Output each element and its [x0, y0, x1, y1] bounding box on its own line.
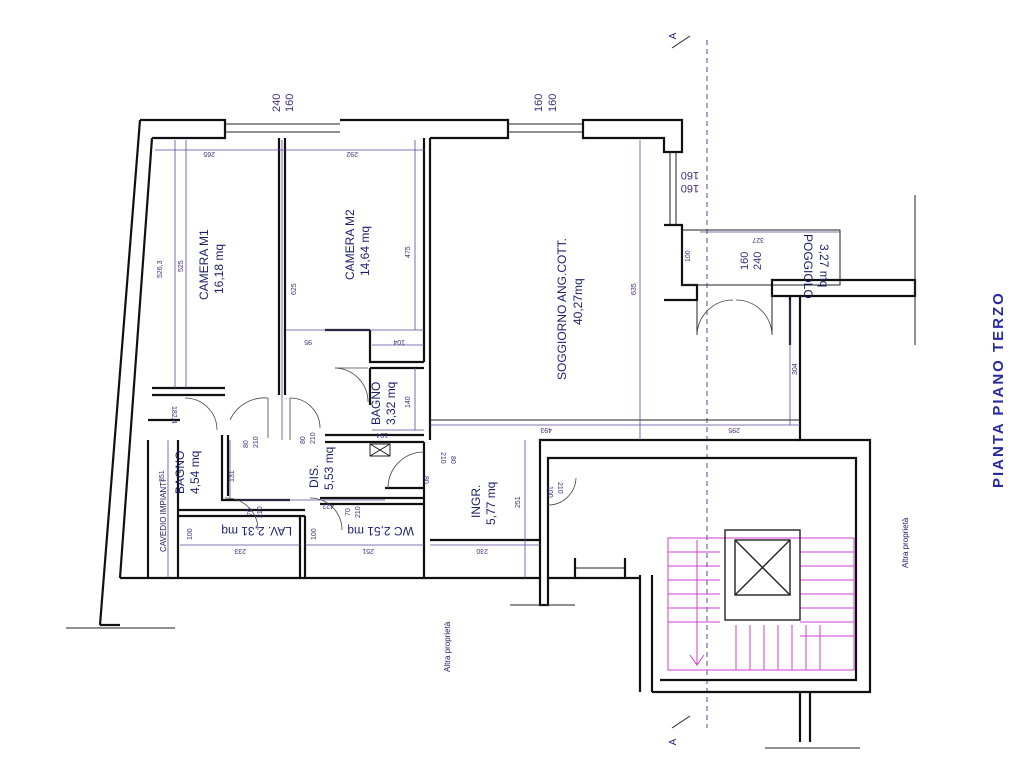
stair-outline: [667, 537, 855, 671]
dim-194: 194: [376, 431, 388, 438]
door-dim-80-ingr: 80: [422, 476, 429, 484]
room-ingr-area: 5,77 mq: [484, 482, 498, 525]
dim-233: 233: [234, 547, 246, 554]
door-dim-210-c: 210: [257, 506, 264, 518]
dim-100a: 100: [187, 528, 194, 540]
room-camera-m2-area: 14,64 mq: [358, 226, 372, 276]
balcony-door-dim-2: 240: [752, 252, 764, 270]
window-dim-tl-2: 160: [284, 94, 296, 112]
dim-95: 95: [304, 338, 312, 345]
room-lav: LAV. 2,31 mq: [221, 524, 292, 538]
door-dim-70-b: 70: [345, 508, 352, 516]
dim-m1-len-a: 526,3: [157, 260, 164, 278]
section-mark-top: A: [668, 32, 679, 39]
room-dis-name: DIS.: [307, 465, 321, 488]
room-camera-m1-name: CAMERA M1: [197, 229, 211, 300]
room-soggiorno-name: SOGGIORNO ANG.COTT.: [555, 238, 569, 380]
elevator: [724, 529, 801, 621]
dim-m1-width: 265: [203, 150, 215, 157]
room-bagno-left-name: BAGNO: [173, 451, 187, 494]
dim-182: 182,4: [170, 406, 177, 424]
dim-m1-len-b: 525: [178, 260, 185, 272]
interior-walls: [146, 138, 800, 578]
exterior-walls: [66, 118, 917, 749]
door-dim-210-d: 210: [355, 506, 362, 518]
dim-100b: 100: [311, 528, 318, 540]
dim-140: 140: [405, 396, 412, 408]
dim-351: 351: [159, 470, 166, 482]
stairwell: [667, 529, 855, 671]
window-dim-tr-1: 160: [533, 94, 545, 112]
dim-104: 104: [393, 338, 405, 345]
vent-box: [369, 443, 391, 457]
room-cavedio: CAVEDIO IMPIANTI: [159, 480, 168, 552]
window-dim-tr-2: 160: [547, 94, 559, 112]
section-line: A A: [668, 32, 708, 745]
doors: [184, 299, 773, 531]
door-dim-80-b: 80: [300, 436, 307, 444]
room-camera-m1-area: 16,18 mq: [212, 244, 226, 294]
dim-251b: 251: [515, 496, 522, 508]
room-poggiolo-area: 3,27 mq: [817, 244, 831, 287]
dim-304: 304: [792, 363, 799, 375]
dimension-lines: [155, 140, 840, 578]
window-dim-right-2: 160: [681, 182, 699, 194]
dim-131: 131: [229, 470, 236, 482]
window-dim-tl-1: 240: [271, 94, 283, 112]
dim-493: 493: [540, 426, 552, 433]
room-poggiolo-name: POGGIOLO: [801, 234, 815, 299]
other-property-right: Altra proprietà: [901, 517, 910, 568]
dim-100c: 100: [685, 250, 692, 262]
door-dim-ingr-80: 80: [449, 456, 456, 464]
door-dim-210-b: 210: [310, 432, 317, 444]
page-title: PIANTA PIANO TERZO: [990, 291, 1007, 488]
room-dis-area: 5,53 mq: [322, 447, 336, 490]
dim-m2-len: 625: [291, 283, 298, 295]
room-soggiorno-area: 40,27mq: [571, 278, 585, 325]
dim-251a: 251: [362, 547, 374, 554]
room-bagno-small-area: 3,32 mq: [384, 382, 398, 425]
dim-m2-width: 292: [346, 150, 358, 157]
dim-m2-depth: 475: [405, 246, 412, 258]
room-ingr-name: INGR.: [469, 485, 483, 518]
section-mark-bottom: A: [668, 738, 679, 745]
other-property-bottom: Altra proprietà: [443, 621, 452, 672]
door-dim-70: 70: [247, 508, 254, 516]
room-wc: WC 2,51 mq: [347, 524, 414, 538]
dim-635: 635: [631, 283, 638, 295]
door-dim-210: 210: [253, 436, 260, 448]
door-dim-210-e: 210: [556, 482, 563, 494]
door-dim-ingr-210: 210: [439, 452, 446, 464]
window-dim-right-1: 160: [681, 169, 699, 181]
room-camera-m2-name: CAMERA M2: [343, 209, 357, 280]
dim-422: 422: [322, 502, 334, 509]
dim-230: 230: [476, 547, 488, 554]
dim-295: 295: [728, 426, 740, 433]
room-bagno-left-area: 4,54 mq: [188, 451, 202, 494]
dim-327: 327: [752, 236, 764, 243]
door-dim-100: 100: [546, 486, 553, 498]
room-bagno-small-name: BAGNO: [369, 382, 383, 425]
balcony-door-dim-1: 160: [739, 252, 751, 270]
door-dim-80: 80: [243, 440, 250, 448]
